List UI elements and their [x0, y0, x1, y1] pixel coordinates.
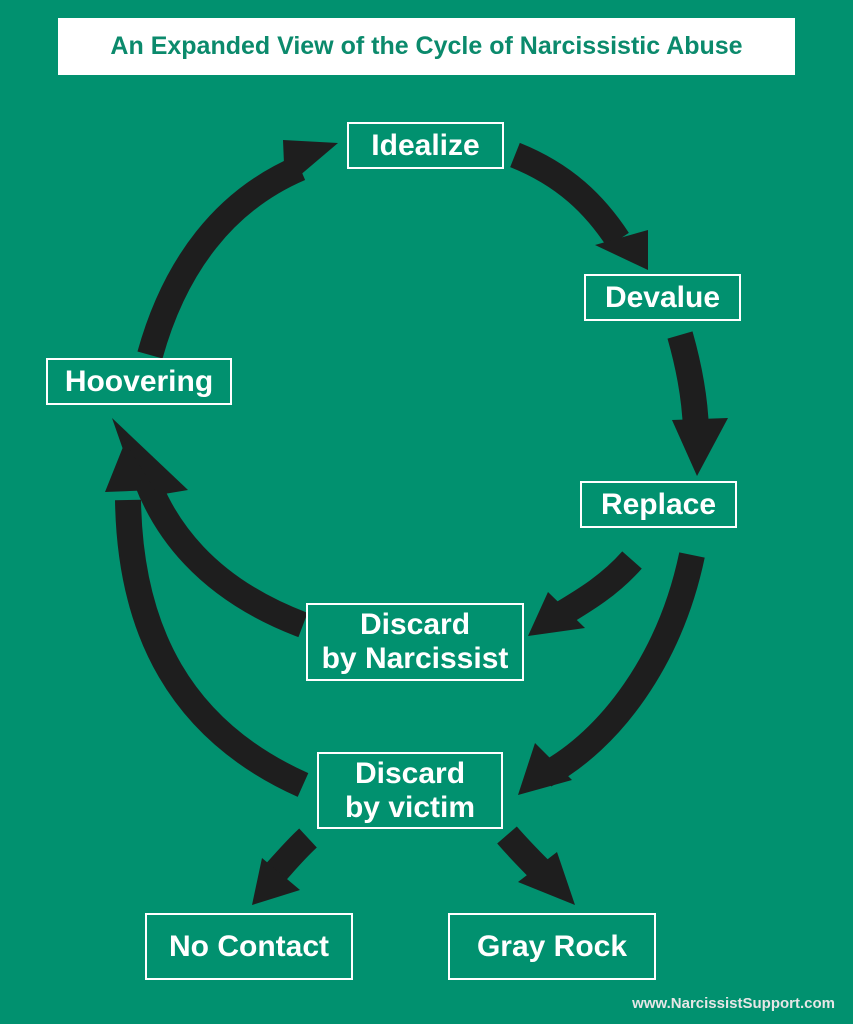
node-hoovering-label: Hoovering: [64, 364, 214, 398]
node-replace-label: Replace: [600, 487, 717, 521]
node-discard-by-victim: Discard by victim: [317, 752, 503, 829]
arrowhead-no-contact: [252, 858, 300, 905]
node-discard-narcissist-line2: by Narcissist: [321, 642, 509, 675]
arrow-discard-victim-to-gray-rock: [497, 826, 550, 880]
node-idealize-label: Idealize: [371, 128, 480, 162]
node-devalue: Devalue: [584, 274, 741, 321]
node-gray-rock: Gray Rock: [448, 913, 656, 980]
node-discard-victim-line1: Discard: [354, 756, 466, 790]
arrow-devalue-to-replace: [667, 331, 709, 431]
node-replace: Replace: [580, 481, 737, 528]
arrow-hoovering-to-idealize: [137, 156, 306, 359]
arrowhead-gray-rock: [518, 852, 575, 905]
node-discard-narcissist-line1: Discard: [359, 608, 471, 641]
arrowhead-discard-victim: [518, 743, 572, 795]
node-devalue-label: Devalue: [604, 280, 721, 314]
arrowhead-hoovering-upper: [112, 418, 188, 498]
arrow-replace-to-discard-narcissist: [553, 551, 642, 627]
arrowhead-devalue: [595, 230, 648, 270]
node-no-contact-label: No Contact: [169, 929, 329, 963]
arrow-discard-victim-to-hoovering: [115, 499, 309, 797]
arrowhead-replace: [672, 418, 728, 476]
arrowhead-hoovering-lower: [105, 442, 155, 492]
node-discard-victim-line2: by victim: [344, 790, 476, 824]
arrow-discard-victim-to-no-contact: [265, 828, 317, 882]
diagram-title: An Expanded View of the Cycle of Narciss…: [58, 18, 795, 75]
node-idealize: Idealize: [347, 122, 504, 169]
arrow-replace-to-discard-victim: [538, 552, 705, 787]
arrowhead-idealize: [283, 140, 338, 188]
node-discard-by-narcissist: Discard by Narcissist: [306, 603, 524, 681]
node-hoovering: Hoovering: [46, 358, 232, 405]
footer-url: www.NarcissistSupport.com: [632, 995, 835, 1012]
arrow-idealize-to-devalue: [510, 142, 629, 248]
node-no-contact: No Contact: [145, 913, 353, 980]
node-gray-rock-label: Gray Rock: [476, 929, 628, 963]
arrowhead-discard-narcissist: [528, 592, 585, 636]
